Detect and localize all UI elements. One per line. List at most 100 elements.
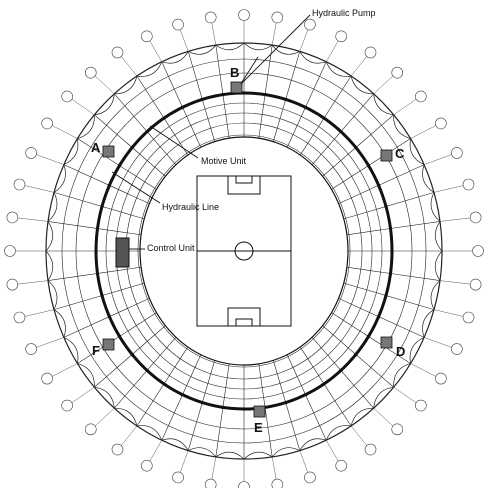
outer-scallop [434,221,443,252]
outer-scallop [161,51,189,64]
perimeter-marker [238,9,250,21]
outer-scallop [53,164,66,193]
perimeter-marker [111,46,124,59]
radial-cable [311,336,374,409]
perimeter-marker [172,18,184,31]
outer-scallop [422,309,435,338]
mast-tie [71,387,95,404]
radial-cable [273,360,301,451]
radial-cable [53,192,145,220]
outer-scallop [430,280,441,310]
motive-units [102,81,393,418]
perimeter-marker [204,11,217,24]
outer-scallop [393,363,411,388]
mast-tie [36,337,64,348]
perimeter-marker [61,399,73,412]
perimeter-marker [304,18,316,31]
radial-cable [187,360,215,451]
outer-scallop [299,438,327,451]
outer-scallop [94,386,115,409]
hydraulic-line-leader [111,171,161,204]
radial-cable [47,266,142,281]
outer-scallop [243,451,273,460]
mast-tie [52,363,78,377]
mast-tie [326,440,339,463]
motive-unit-b [230,81,243,94]
mast-tie [410,363,436,377]
radial-cable [322,325,394,388]
perimeter-marker [469,211,482,224]
perimeter-marker [335,459,348,472]
perimeter-marker [13,311,26,324]
perimeter-marker [84,423,97,436]
mast-tie [326,39,339,62]
radial-cable [94,114,166,177]
radial-cable [299,75,352,156]
outer-scallop [45,250,54,281]
perimeter-marker [271,478,284,488]
outer-scallop [63,337,79,364]
outer-scallop [325,61,352,77]
perimeter-marker [415,90,427,103]
radial-cable [346,266,441,281]
perimeter-marker [41,372,53,385]
perimeter-marker [13,178,26,191]
mast-tie [373,408,394,427]
perimeter-marker [4,245,16,257]
radial-cable [258,45,273,139]
mast-tie [433,309,463,317]
outer-scallop [188,447,217,458]
station-letter-c: C [395,146,405,161]
perimeter-marker [111,443,124,456]
mast-tie [211,21,217,46]
radial-cable [286,61,327,148]
perimeter-marker [41,117,53,130]
motive-unit-c [380,149,393,162]
radial-cable [114,93,177,166]
mast-tie [18,217,49,222]
station-letter-f: F [92,343,100,358]
station-letter-b: B [230,65,239,80]
perimeter-marker [140,30,153,43]
outer-scallop [136,425,163,441]
mast-tie [393,387,417,404]
mast-tie [52,125,78,139]
mast-tie [179,28,189,52]
hydraulic-line-label: Hydraulic Line [162,202,219,212]
mast-tie [350,425,368,447]
perimeter-marker [140,459,153,472]
outer-scallop [243,42,273,51]
perimeter-marker [364,46,377,59]
motive-unit-leader [149,125,199,159]
mast-tie [94,408,115,427]
outer-scallop [299,51,327,64]
mast-tie [211,456,217,481]
outer-scallop [63,138,79,165]
radial-cable [114,336,177,409]
outer-scallop [114,75,138,95]
perimeter-marker [462,178,475,191]
outer-scallop [409,138,425,165]
radial-cable [215,363,230,457]
mast-tie [25,185,55,193]
mast-tie [271,21,277,46]
outer-scallop [350,75,374,95]
mast-tie [94,75,115,94]
perimeter-marker [84,66,97,79]
perimeter-marker [304,471,316,484]
outer-scallop [77,363,95,388]
outer-scallop [77,114,95,139]
perimeter-marker [391,66,404,79]
mast-tie [149,440,162,463]
perimeter-marker [204,478,217,488]
radial-cable [299,346,352,427]
hydraulic-pump-leader [240,14,311,85]
mast-tie [71,98,95,115]
mast-tie [179,450,189,474]
mast-tie [433,185,463,193]
hydraulic-line-ring [94,91,394,411]
radial-cable [94,325,166,388]
outer-scallop [53,309,66,338]
station-letter-e: E [254,420,263,435]
